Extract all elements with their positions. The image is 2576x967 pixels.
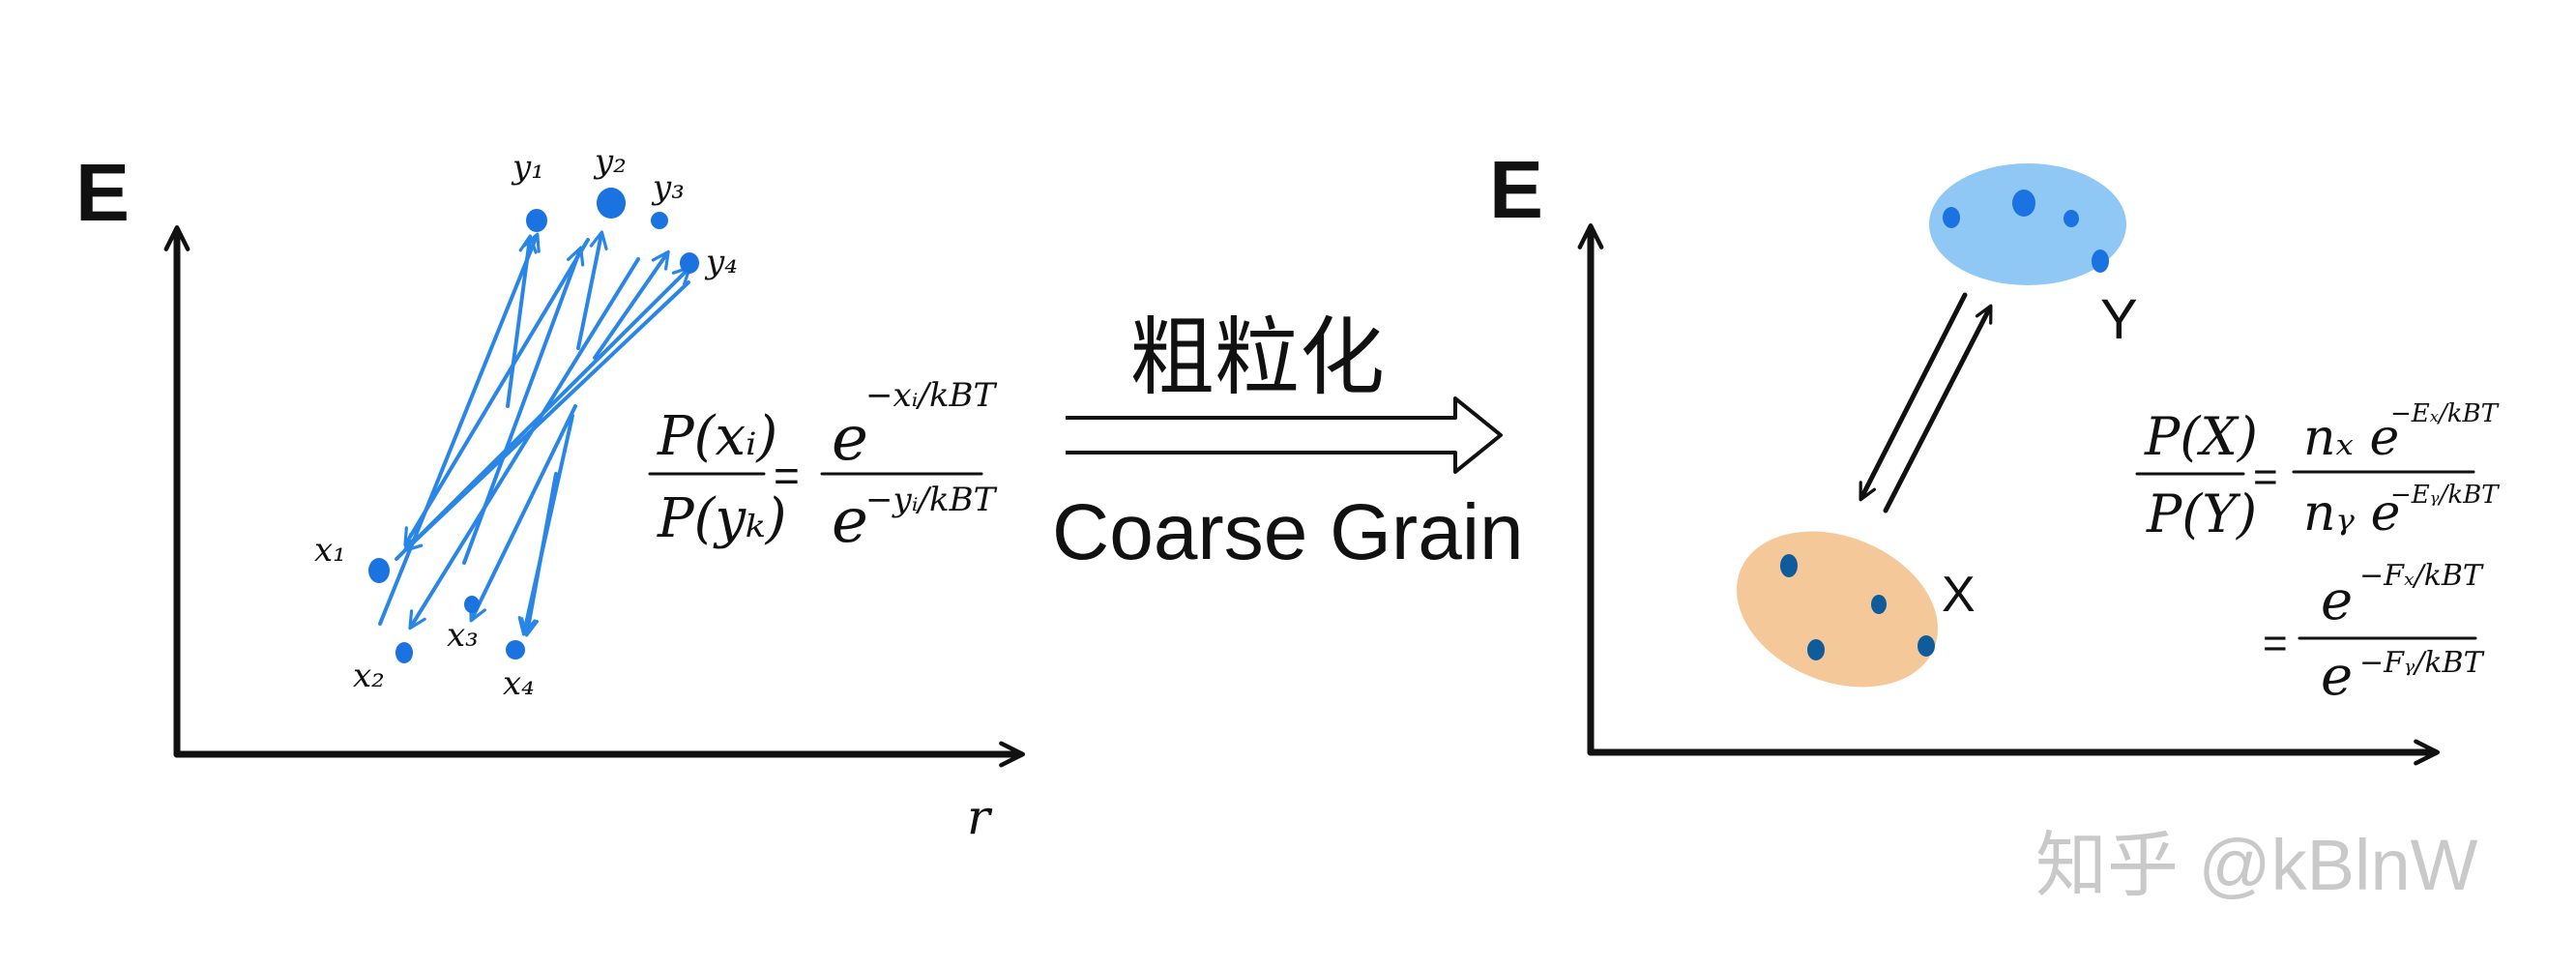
left-transition-arrows [378,230,692,637]
transition-arrow-down [469,404,577,623]
macrostate-y-microstate-dot [1943,207,1960,228]
macrostate-x-cluster [1736,531,1939,688]
microstate-y-label: y₃ [651,168,685,207]
microstate-x-dot [395,642,413,663]
macrostate-y-microstate-dot [2092,249,2109,273]
microstate-x-label: x₃ [447,616,479,655]
coarse-grain-label-english: Coarse Grain [1052,488,1524,576]
transition-arrow-up [593,249,670,360]
macrostate-x-microstate-dot [1780,554,1798,577]
transition-arrow-down [520,472,558,637]
right-formula-lhs-numerator: P(X) [2144,406,2258,467]
transition-arrow-up [576,230,608,350]
macrostate-x-microstate-dot [1871,595,1887,614]
right-formula-r2-numerator-exponent: −Fₓ/kBT [2359,559,2484,593]
right-transition-arrows [1859,292,1993,513]
microstate-x-dot [506,640,525,659]
microstate-y-label: y₁ [511,148,544,187]
left-formula-rhs-denominator-exponent: −yᵢ/kBT [865,481,998,519]
macrostate-y-microstate-dot [2064,210,2079,227]
right-formula-r1-numerator-exponent: −Eₓ/kBT [2390,399,2500,428]
left-formula-rhs-denominator-base: e [832,485,868,557]
microstate-y-dot [597,188,626,219]
microstate-y-dot [651,212,668,229]
macrostate-x-microstate-dot [1807,639,1825,660]
left-formula-rhs-numerator-exponent: −xᵢ/kBT [865,376,998,415]
microstate-x-label: x₁ [314,531,346,570]
right-axes: E [1489,144,2441,766]
left-formula-rhs-numerator-base: e [832,403,868,475]
right-formula-r2-numerator-base: e [2321,570,2353,632]
microstate-x-label: x₂ [353,657,385,695]
right-formula-r1-numerator: nₓ e [2303,409,2399,467]
macrostate-x-microstate-dot [1917,635,1935,657]
left-states: y₁ y₂ y₃ y₄ x₁ x₂ x₃ x₄ [314,142,738,703]
left-formula-equals: = [774,451,800,501]
right-formula-r1-denominator: nᵧ e [2303,484,2400,542]
microstate-y-label: y₄ [704,243,738,281]
macrostate-y-label: Y [2100,288,2138,351]
left-x-axis-label: r [967,789,993,845]
transition-arrow-x-to-y [1883,304,1993,513]
microstate-x-label: x₄ [503,664,535,703]
macrostate-y-cluster [1929,163,2126,285]
transition-arrow-up [506,234,538,408]
microstate-y-dot [526,209,547,232]
right-macrostates: YX [1736,163,2138,688]
right-formula-r2-denominator-exponent: −Fᵧ/kBT [2359,646,2485,680]
transition-arrow-up [378,232,541,626]
transition-arrow-down [403,238,590,547]
right-formula-equals-1: = [2253,454,2278,501]
microstate-x-dot [464,596,480,613]
right-y-axis-label: E [1489,144,1543,235]
microstate-y-label: y₂ [593,142,627,181]
transition-arrow-down [402,280,690,552]
transition-arrow-y-to-x [1859,292,1968,502]
right-formula-r1-denominator-exponent: −Eᵧ/kBT [2390,481,2500,510]
center-coarse-grain: 粗粒化 Coarse Grain [1052,309,1524,576]
left-y-axis-label: E [75,147,130,238]
macrostate-y-microstate-dot [2012,190,2035,217]
microstate-x-dot [368,558,390,583]
right-formula-equals-2: = [2263,620,2288,667]
microstate-y-dot [680,252,699,274]
watermark-text: 知乎 @kBlnW [2035,825,2478,905]
right-formula-lhs-denominator: P(Y) [2146,484,2257,544]
coarse-grain-arrow-icon [1066,396,1503,474]
left-formula-lhs-numerator: P(xᵢ) [657,405,777,468]
left-formula-lhs-denominator: P(yₖ) [657,487,786,550]
coarse-grain-label-chinese: 粗粒化 [1129,309,1385,405]
right-formula-r2-denominator-base: e [2321,645,2353,708]
transition-arrow-down [408,257,640,630]
left-axes: Er [75,147,1026,845]
macrostate-x-label: X [1942,567,1976,623]
